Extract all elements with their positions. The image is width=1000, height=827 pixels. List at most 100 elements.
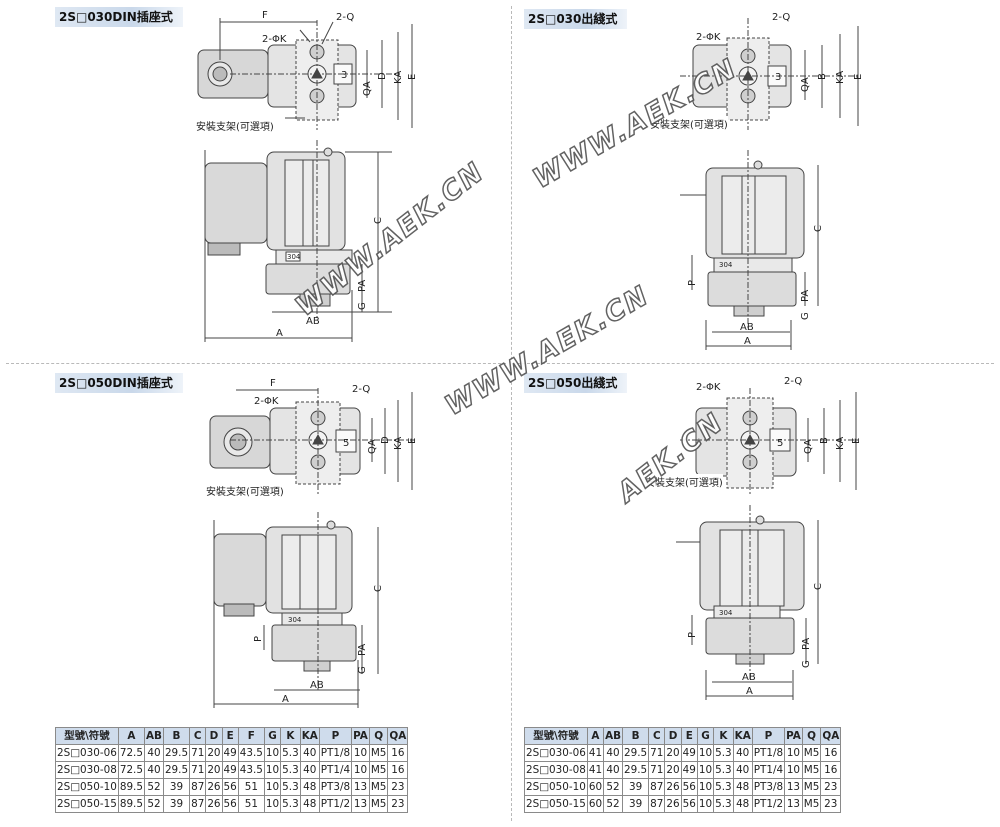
- table-cell: 41: [586, 761, 605, 779]
- table-header-cell: B: [622, 727, 650, 745]
- table-cell: 13: [784, 795, 803, 813]
- dim-C: C: [373, 217, 384, 224]
- table-cell: 10: [263, 778, 282, 796]
- table-cell: 13: [351, 795, 370, 813]
- table-header-cell: C: [648, 727, 666, 745]
- code-304-tr: 304: [719, 261, 733, 269]
- code-304: 304: [287, 253, 301, 261]
- dim-D: D: [377, 72, 388, 80]
- dim-KA-bl: KA: [393, 437, 404, 450]
- table-cell: 2S□030-06: [55, 744, 119, 762]
- dim-C-br: C: [813, 583, 824, 590]
- table-cell: 2S□050-10: [55, 778, 119, 796]
- table-cell: 16: [820, 744, 842, 762]
- table-cell: 56: [221, 795, 239, 813]
- dim-F: F: [262, 10, 268, 21]
- dim-G-tr: G: [800, 312, 811, 320]
- table-cell: PT1/4: [318, 761, 353, 779]
- table-cell: 23: [387, 795, 409, 813]
- dim-A-br: A: [746, 686, 753, 697]
- table-cell: 60: [586, 778, 605, 796]
- dim-AB-tr: AB: [740, 322, 754, 333]
- table-header-cell: Q: [368, 727, 389, 745]
- table-header-cell: A: [117, 727, 145, 745]
- table-cell: 26: [664, 778, 682, 796]
- table-cell: 52: [603, 778, 624, 796]
- table-cell: 40: [603, 761, 624, 779]
- panel-title-tr: 2S□030出綫式: [524, 9, 628, 29]
- table-cell: PT1/2: [318, 795, 353, 813]
- horizontal-divider-right: [517, 363, 994, 364]
- dim-2K-tr: 2-ΦK: [696, 32, 721, 43]
- table-cell: 23: [820, 778, 842, 796]
- dim-B-br: B: [819, 437, 830, 444]
- dim-P-bl: P: [253, 636, 264, 642]
- table-cell: 5.3: [280, 744, 301, 762]
- table-cell: M5: [368, 795, 389, 813]
- table-header-cell: Q: [801, 727, 822, 745]
- table-cell: 89.5: [117, 778, 145, 796]
- dim-PA: PA: [357, 280, 368, 292]
- table-cell: 40: [732, 744, 753, 762]
- table-cell: 49: [221, 744, 239, 762]
- table-cell: 13: [784, 778, 803, 796]
- table-cell: 20: [205, 761, 223, 779]
- table-header-cell: K: [713, 727, 734, 745]
- dim-A-tr: A: [744, 336, 751, 347]
- bracket-note-bl: 安裝支架(可選項): [206, 483, 284, 498]
- table-cell: 20: [205, 744, 223, 762]
- table-cell: 49: [680, 744, 698, 762]
- port-5-bl: 5: [343, 438, 349, 449]
- table-cell: M5: [368, 778, 389, 796]
- table-header-cell: K: [280, 727, 301, 745]
- table-cell: M5: [801, 744, 822, 762]
- bracket-note-br: 安裝支架(可選項): [645, 474, 723, 489]
- table-cell: 56: [680, 778, 698, 796]
- table-cell: 16: [820, 761, 842, 779]
- table-header-cell: P: [318, 727, 353, 745]
- table-cell: 87: [189, 778, 207, 796]
- dim-P-tr: P: [687, 280, 698, 286]
- table-cell: 5.3: [713, 795, 734, 813]
- port-5-br: 5: [777, 438, 783, 449]
- horizontal-divider-left: [6, 363, 506, 364]
- table-cell: 56: [680, 795, 698, 813]
- dim-KA: KA: [393, 71, 404, 84]
- dim-F-bl: F: [270, 378, 276, 389]
- table-cell: 2S□030-08: [524, 761, 588, 779]
- dim-KA-br: KA: [835, 437, 846, 450]
- table-cell: 10: [263, 744, 282, 762]
- table-cell: PT3/8: [318, 778, 353, 796]
- table-cell: 87: [648, 778, 666, 796]
- table-header-cell: 型號\符號: [524, 727, 588, 745]
- table-cell: 43.5: [237, 761, 265, 779]
- table-cell: 10: [696, 744, 715, 762]
- table-cell: 16: [387, 761, 409, 779]
- dim-P-br: P: [687, 632, 698, 638]
- dim-A-bl: A: [282, 694, 289, 705]
- table-header-cell: B: [162, 727, 191, 745]
- table-cell: 52: [143, 778, 164, 796]
- table-cell: 41: [586, 744, 605, 762]
- table-cell: 89.5: [117, 795, 145, 813]
- dim-E-bl: E: [407, 438, 418, 444]
- table-cell: 71: [189, 744, 207, 762]
- table-cell: 13: [351, 778, 370, 796]
- table-cell: 39: [162, 778, 191, 796]
- table-cell: 20: [664, 744, 682, 762]
- dim-AB: AB: [306, 316, 320, 327]
- table-cell: 10: [696, 778, 715, 796]
- table-cell: 51: [237, 778, 265, 796]
- dim-PA-bl: PA: [357, 644, 368, 656]
- table-cell: 43.5: [237, 744, 265, 762]
- table-cell: 87: [189, 795, 207, 813]
